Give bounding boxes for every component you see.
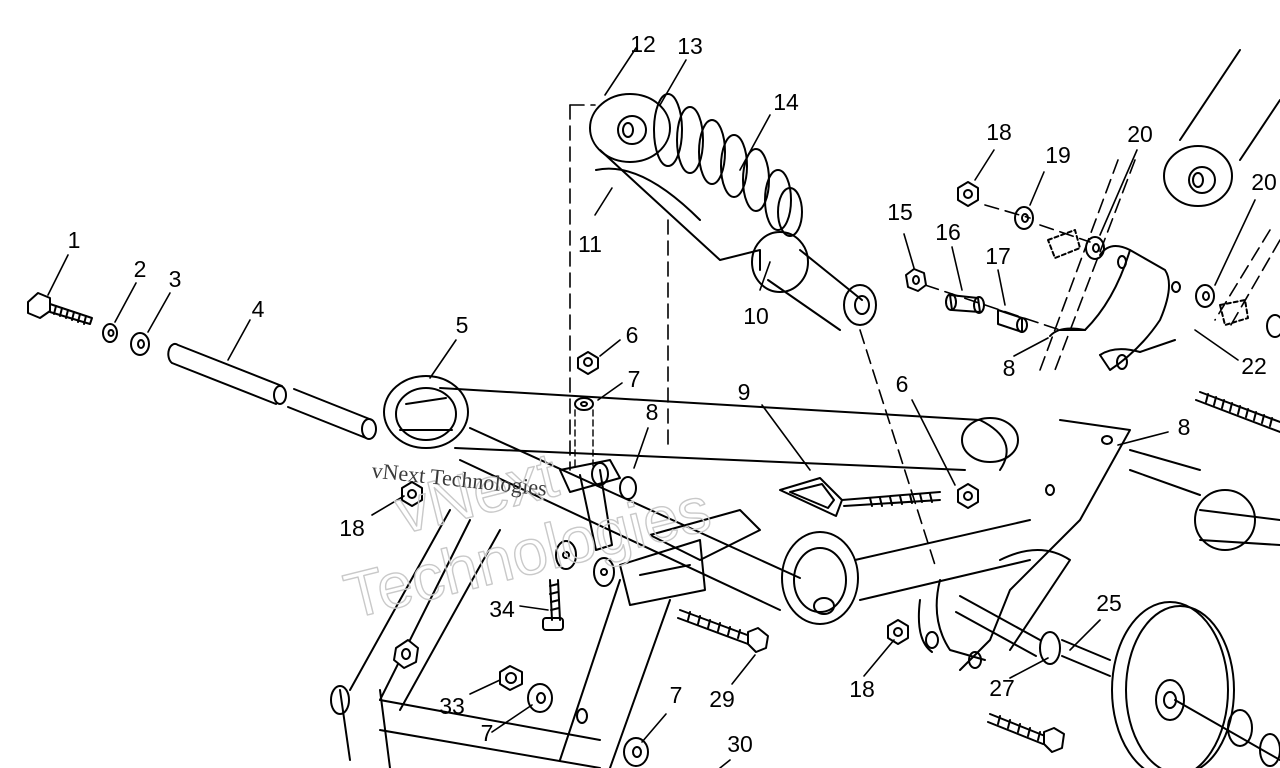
- rear-bracket-assembly: [917, 419, 1256, 677]
- part-label-8: 8: [646, 399, 659, 425]
- part-label-6: 6: [626, 322, 639, 348]
- part-label-8: 8: [1178, 414, 1191, 440]
- part-label-29: 29: [709, 686, 735, 712]
- part-label-20: 20: [1251, 169, 1277, 195]
- part-label-30: 30: [727, 731, 753, 757]
- part-label-19: 19: [1045, 142, 1071, 168]
- part-label-22: 22: [1241, 353, 1267, 379]
- part-label-13: 13: [677, 33, 703, 59]
- nut-part-18-upper: [957, 181, 979, 207]
- bracket-left: [555, 459, 637, 587]
- rear-shock-upper: [1163, 49, 1280, 207]
- shock-absorber: [589, 60, 877, 331]
- bushing-part-17: [997, 309, 1028, 333]
- part-label-14: 14: [773, 89, 799, 115]
- watermark-outline: vNext Technologies: [337, 438, 718, 634]
- spacer-part-20: [1047, 229, 1280, 338]
- bracket-center: [619, 509, 761, 606]
- part-label-11: 11: [578, 231, 602, 257]
- bolt-part-1: [27, 292, 93, 325]
- nut-part-33: [499, 665, 523, 691]
- part-label-17: 17: [985, 243, 1011, 269]
- part-label-3: 3: [169, 266, 182, 292]
- part-label-7: 7: [628, 366, 641, 392]
- bolt-part-34: [542, 579, 564, 631]
- washer-part-7-upper: [574, 397, 594, 471]
- bracket-part-22: [1049, 245, 1181, 371]
- part-label-6: 6: [896, 371, 909, 397]
- threaded-rod-right: [1195, 391, 1280, 433]
- bolt-part-29: [677, 609, 769, 653]
- part-label-25: 25: [1096, 590, 1122, 616]
- part-label-12: 12: [630, 31, 656, 57]
- washer-part-19: [1014, 206, 1034, 230]
- idler-wheel-part-25: [1111, 601, 1280, 768]
- part-label-4: 4: [252, 296, 265, 322]
- part-label-10: 10: [743, 303, 769, 329]
- part-label-5: 5: [456, 312, 469, 338]
- nut-part-18-lower: [887, 619, 909, 645]
- part-label-20: 20: [1127, 121, 1153, 147]
- part-label-18: 18: [339, 515, 365, 541]
- part-label-7: 7: [481, 720, 494, 746]
- sleeve-part-5: [383, 375, 469, 449]
- washer-part-2: [102, 323, 118, 343]
- nut-part-18-left: [401, 481, 423, 507]
- washer-part-3: [130, 332, 150, 356]
- part-label-8: 8: [1003, 355, 1016, 381]
- part-label-16: 16: [935, 219, 961, 245]
- part-label-34: 34: [489, 596, 515, 622]
- part-label-18: 18: [986, 119, 1012, 145]
- part-label-15: 15: [887, 199, 913, 225]
- nut-part-15: [905, 268, 927, 292]
- part-label-18: 18: [849, 676, 875, 702]
- loop-part-9: [779, 477, 941, 517]
- part-label-27: 27: [989, 675, 1015, 701]
- part-label-33: 33: [439, 693, 465, 719]
- part-label-9: 9: [738, 379, 751, 405]
- bushing-part-16: [945, 293, 985, 314]
- swing-arm-assembly: [439, 387, 1280, 625]
- nut-part-6-upper: [577, 351, 599, 375]
- part-label-7: 7: [670, 682, 683, 708]
- part-label-1: 1: [68, 227, 81, 253]
- leader-lines: [47, 47, 1256, 768]
- washer-part-7-lower: [527, 683, 588, 724]
- shaft-part-4: [167, 342, 377, 440]
- bolt-lower-right: [987, 713, 1065, 753]
- washer-part-7-bottom: [623, 737, 649, 767]
- part-label-2: 2: [134, 256, 147, 282]
- nut-part-6-right: [957, 483, 979, 509]
- lower-link-assembly: [330, 509, 671, 768]
